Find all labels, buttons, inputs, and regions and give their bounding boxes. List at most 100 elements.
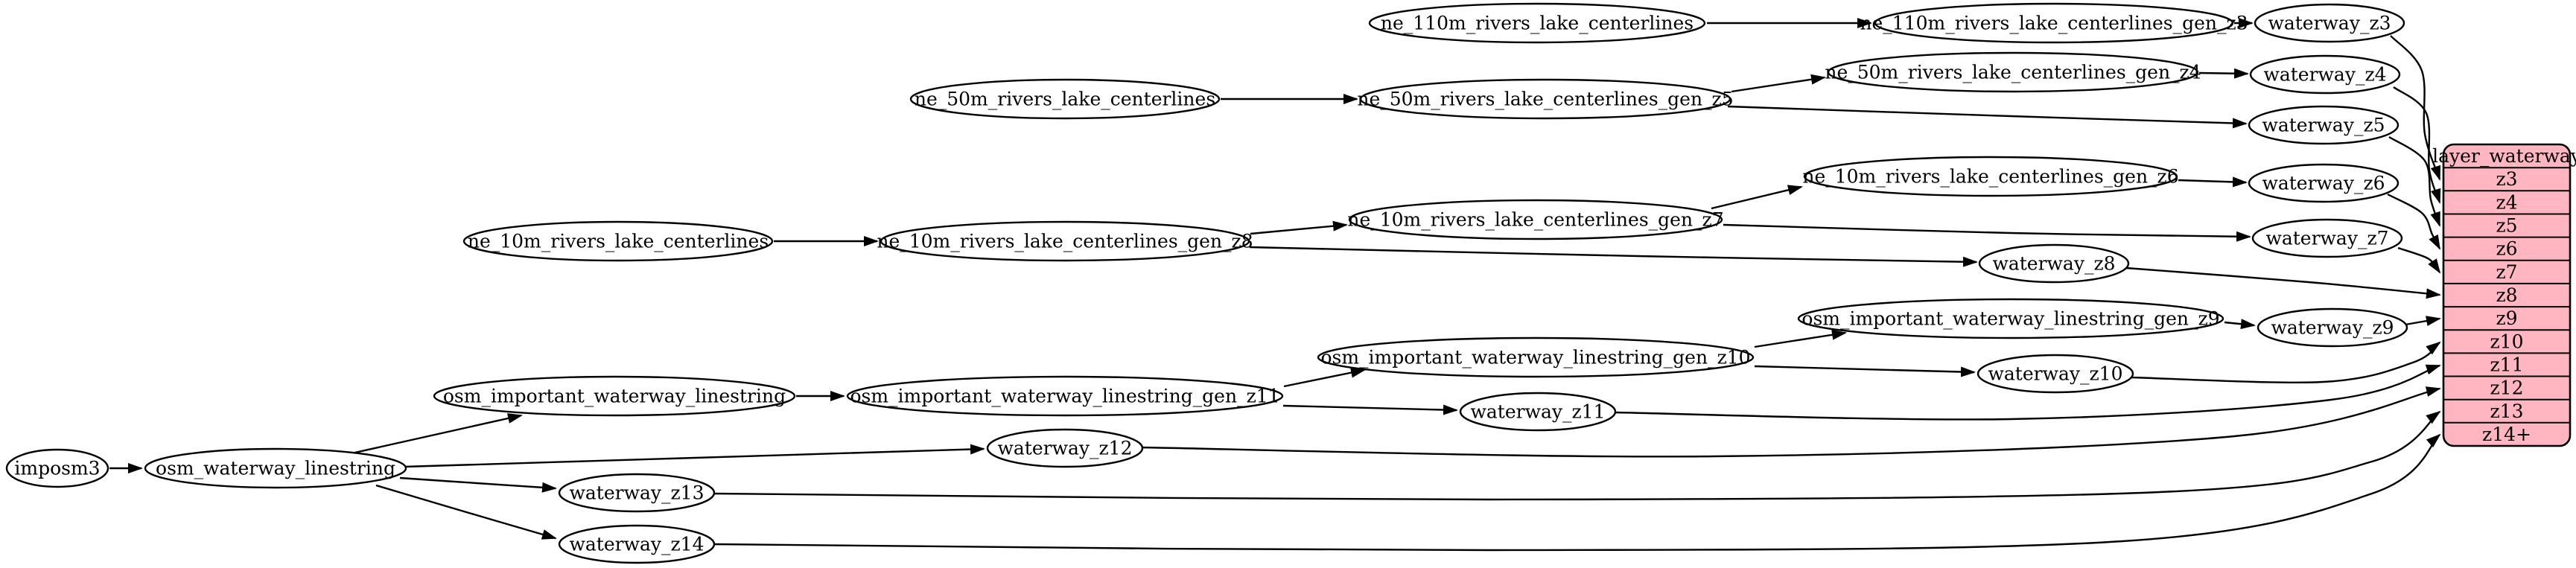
node-ellipse — [1874, 2, 2234, 44]
node-ellipse — [880, 220, 1250, 262]
edge-line — [403, 444, 985, 468]
edge-line — [344, 413, 523, 456]
node-ellipse — [1368, 2, 1706, 44]
edge-line — [2388, 135, 2441, 227]
edge-line — [2198, 68, 2249, 79]
node-waterway_z12: waterway_z12 — [986, 428, 1144, 468]
node-waterway_z7: waterway_z7 — [2251, 218, 2403, 258]
node-ellipse — [433, 375, 796, 417]
edge-osm_important_waterway_linestring_gen_z11-to-waterway_z11 — [1282, 404, 1458, 415]
node-ellipse — [909, 78, 1221, 120]
edge-osm_important_waterway_linestring_gen_z10-to-osm_important_waterway_linestring_gen_z9 — [1754, 329, 1847, 348]
node-ellipse — [1348, 199, 1723, 240]
node-label: ne_10m_rivers_lake_centerlines_gen_z6 — [1802, 166, 2178, 188]
edge-line — [1711, 185, 1803, 210]
node-ellipse — [1976, 354, 2134, 394]
node-ellipse — [2254, 3, 2405, 43]
node-ellipse — [846, 375, 1284, 417]
node-ellipse — [144, 447, 407, 489]
node-ellipse — [2257, 307, 2408, 348]
node-label: ne_50m_rivers_lake_centerlines_gen_z4 — [1825, 62, 2201, 83]
node-osm_important_waterway_linestring_gen_z10: osm_important_waterway_linestring_gen_z1… — [1317, 336, 1755, 378]
edge-waterway_z8-to-layer_waterway.z8 — [2125, 267, 2441, 299]
edge-waterway_z5-to-layer_waterway.z5 — [2388, 135, 2441, 227]
edge-osm_waterway_linestring-to-waterway_z12 — [403, 444, 985, 468]
node-label: waterway_z13 — [569, 482, 704, 504]
node-label: osm_important_waterway_linestring — [443, 386, 786, 407]
table-row-z6: z6 — [2496, 238, 2517, 260]
edge-ne_10m_rivers_lake_centerlines_gen_z7-to-waterway_z7 — [1723, 223, 2251, 242]
node-ellipse — [558, 473, 716, 513]
edge-line — [1140, 386, 2441, 458]
node-label: waterway_z3 — [2268, 13, 2391, 34]
edge-waterway_z11-to-layer_waterway.z11 — [1613, 364, 2441, 421]
node-ellipse — [1359, 78, 1731, 120]
node-ellipse — [1459, 392, 1617, 432]
table-row-z10: z10 — [2490, 331, 2524, 352]
node-ellipse — [5, 448, 109, 488]
edge-line — [1283, 367, 1366, 388]
table-row-z3: z3 — [2496, 168, 2517, 190]
edge-waterway_z14-to-layer_waterway.z14+ — [712, 433, 2441, 552]
edge-line — [2393, 86, 2441, 204]
edge-osm_waterway_linestring-to-waterway_z14 — [375, 484, 557, 540]
edge-line — [712, 410, 2441, 501]
node-label: waterway_z10 — [1988, 363, 2122, 385]
edge-osm_waterway_linestring-to-waterway_z13 — [399, 476, 557, 493]
edge-waterway_z9-to-layer_waterway.z9 — [2405, 316, 2441, 326]
node-waterway_z10: waterway_z10 — [1976, 354, 2134, 394]
node-ellipse — [558, 524, 716, 564]
edge-line — [712, 433, 2441, 552]
table-row-z12: z12 — [2490, 377, 2524, 399]
table-row-z5: z5 — [2496, 215, 2517, 237]
edge-line — [1754, 365, 1976, 377]
table-row-z9: z9 — [2496, 307, 2517, 329]
node-ne_50m_rivers_lake_centerlines_gen_z5: ne_50m_rivers_lake_centerlines_gen_z5 — [1357, 78, 1734, 120]
node-ne_10m_rivers_lake_centerlines: ne_10m_rivers_lake_centerlines — [462, 220, 774, 262]
edge-line — [2131, 341, 2441, 383]
table-row-z8: z8 — [2496, 284, 2517, 306]
edge-line — [2387, 193, 2441, 250]
edge-line — [2224, 319, 2256, 330]
node-osm_important_waterway_linestring_gen_z9: osm_important_waterway_linestring_gen_z9 — [1797, 298, 2224, 339]
node-ne_50m_rivers_lake_centerlines: ne_50m_rivers_lake_centerlines — [909, 78, 1221, 120]
table-row-z11: z11 — [2490, 354, 2524, 376]
edge-line — [2397, 246, 2441, 274]
node-label: waterway_z14 — [569, 534, 704, 555]
node-waterway_z14: waterway_z14 — [558, 524, 716, 564]
edge-line — [1613, 364, 2441, 421]
edge-waterway_z7-to-layer_waterway.z7 — [2397, 246, 2441, 274]
edge-waterway_z4-to-layer_waterway.z4 — [2393, 86, 2441, 204]
node-label: waterway_z6 — [2262, 173, 2385, 194]
edge-line — [1282, 404, 1458, 415]
node-ne_10m_rivers_lake_centerlines_gen_z8: ne_10m_rivers_lake_centerlines_gen_z8 — [877, 220, 1253, 262]
table-row-z14+: z14+ — [2482, 424, 2531, 445]
node-ne_110m_rivers_lake_centerlines: ne_110m_rivers_lake_centerlines — [1368, 2, 1706, 44]
node-ne_110m_rivers_lake_centerlines_gen_z3: ne_110m_rivers_lake_centerlines_gen_z3 — [1860, 2, 2248, 44]
table-header-label: layer_waterway — [2432, 145, 2576, 167]
node-label: ne_110m_rivers_lake_centerlines_gen_z3 — [1860, 13, 2248, 34]
node-label: osm_waterway_linestring — [156, 458, 395, 479]
node-label: waterway_z5 — [2262, 115, 2385, 136]
edge-waterway_z12-to-layer_waterway.z12 — [1140, 386, 2441, 458]
node-ne_10m_rivers_lake_centerlines_gen_z7: ne_10m_rivers_lake_centerlines_gen_z7 — [1347, 199, 1724, 240]
node-waterway_z6: waterway_z6 — [2248, 163, 2400, 203]
edge-line — [2178, 176, 2248, 188]
node-label: ne_10m_rivers_lake_centerlines_gen_z7 — [1347, 209, 1723, 231]
node-label: waterway_z4 — [2263, 64, 2386, 86]
edge-waterway_z6-to-layer_waterway.z6 — [2387, 193, 2441, 250]
node-osm_waterway_linestring: osm_waterway_linestring — [144, 447, 407, 489]
edge-line — [1723, 223, 2251, 242]
edge-ne_10m_rivers_lake_centerlines_gen_z8-to-ne_10m_rivers_lake_centerlines_gen_z7 — [1250, 220, 1348, 235]
node-label: ne_10m_rivers_lake_centerlines_gen_z8 — [877, 231, 1253, 252]
edge-line — [399, 476, 557, 493]
edge-waterway_z10-to-layer_waterway.z10 — [2131, 341, 2441, 383]
node-waterway_z11: waterway_z11 — [1459, 392, 1617, 432]
node-ellipse — [2248, 105, 2400, 145]
node-ne_10m_rivers_lake_centerlines_gen_z6: ne_10m_rivers_lake_centerlines_gen_z6 — [1802, 156, 2179, 197]
node-waterway_z13: waterway_z13 — [558, 473, 716, 513]
edge-osm_important_waterway_linestring_gen_z10-to-waterway_z10 — [1754, 365, 1976, 377]
node-ne_50m_rivers_lake_centerlines_gen_z4: ne_50m_rivers_lake_centerlines_gen_z4 — [1825, 51, 2201, 93]
node-label: ne_10m_rivers_lake_centerlines — [468, 231, 769, 252]
table-row-z13: z13 — [2490, 401, 2524, 422]
